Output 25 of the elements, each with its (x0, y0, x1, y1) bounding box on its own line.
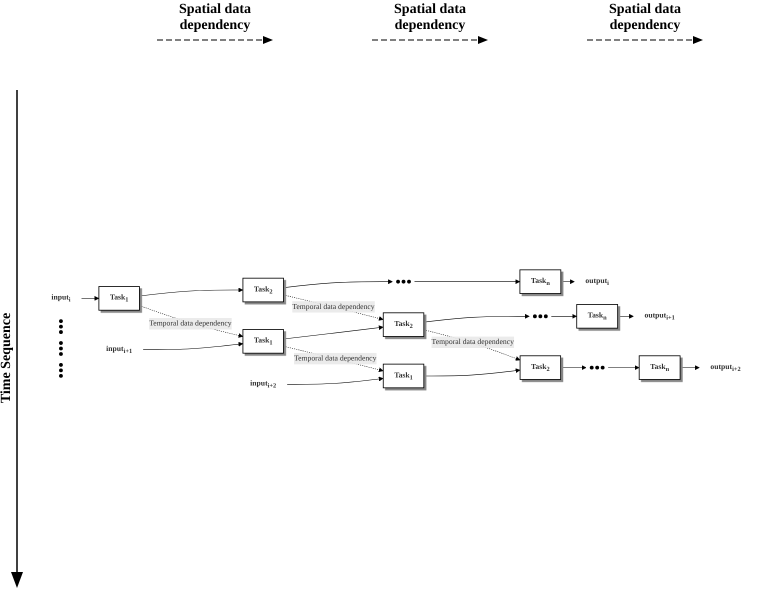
arrow (424, 368, 520, 376)
annotation-label: Spatial data dependency (393, 2, 467, 34)
ellipsis-dots (59, 363, 63, 378)
arrow (283, 279, 393, 288)
ellipsis-dots (590, 366, 605, 370)
arrow (283, 325, 384, 340)
ellipsis-dots (59, 319, 63, 334)
arrow (680, 365, 700, 370)
arrow (608, 365, 640, 370)
axis-label: Time Sequence (0, 312, 16, 404)
arrow (617, 314, 634, 319)
ellipsis-dots (532, 314, 548, 318)
arrow (286, 376, 384, 385)
annotation-label: Spatial data dependency (178, 2, 252, 34)
arrow (560, 365, 586, 370)
annotation-label: Spatial data dependency (608, 2, 682, 34)
arrow (414, 279, 520, 284)
ellipsis-dots (59, 341, 63, 356)
ellipsis-dots (396, 280, 411, 284)
arrow (551, 314, 577, 319)
arrow (139, 288, 244, 296)
arrow (560, 279, 575, 284)
arrow (424, 314, 530, 322)
arrow (81, 296, 100, 301)
arrow (142, 342, 244, 350)
